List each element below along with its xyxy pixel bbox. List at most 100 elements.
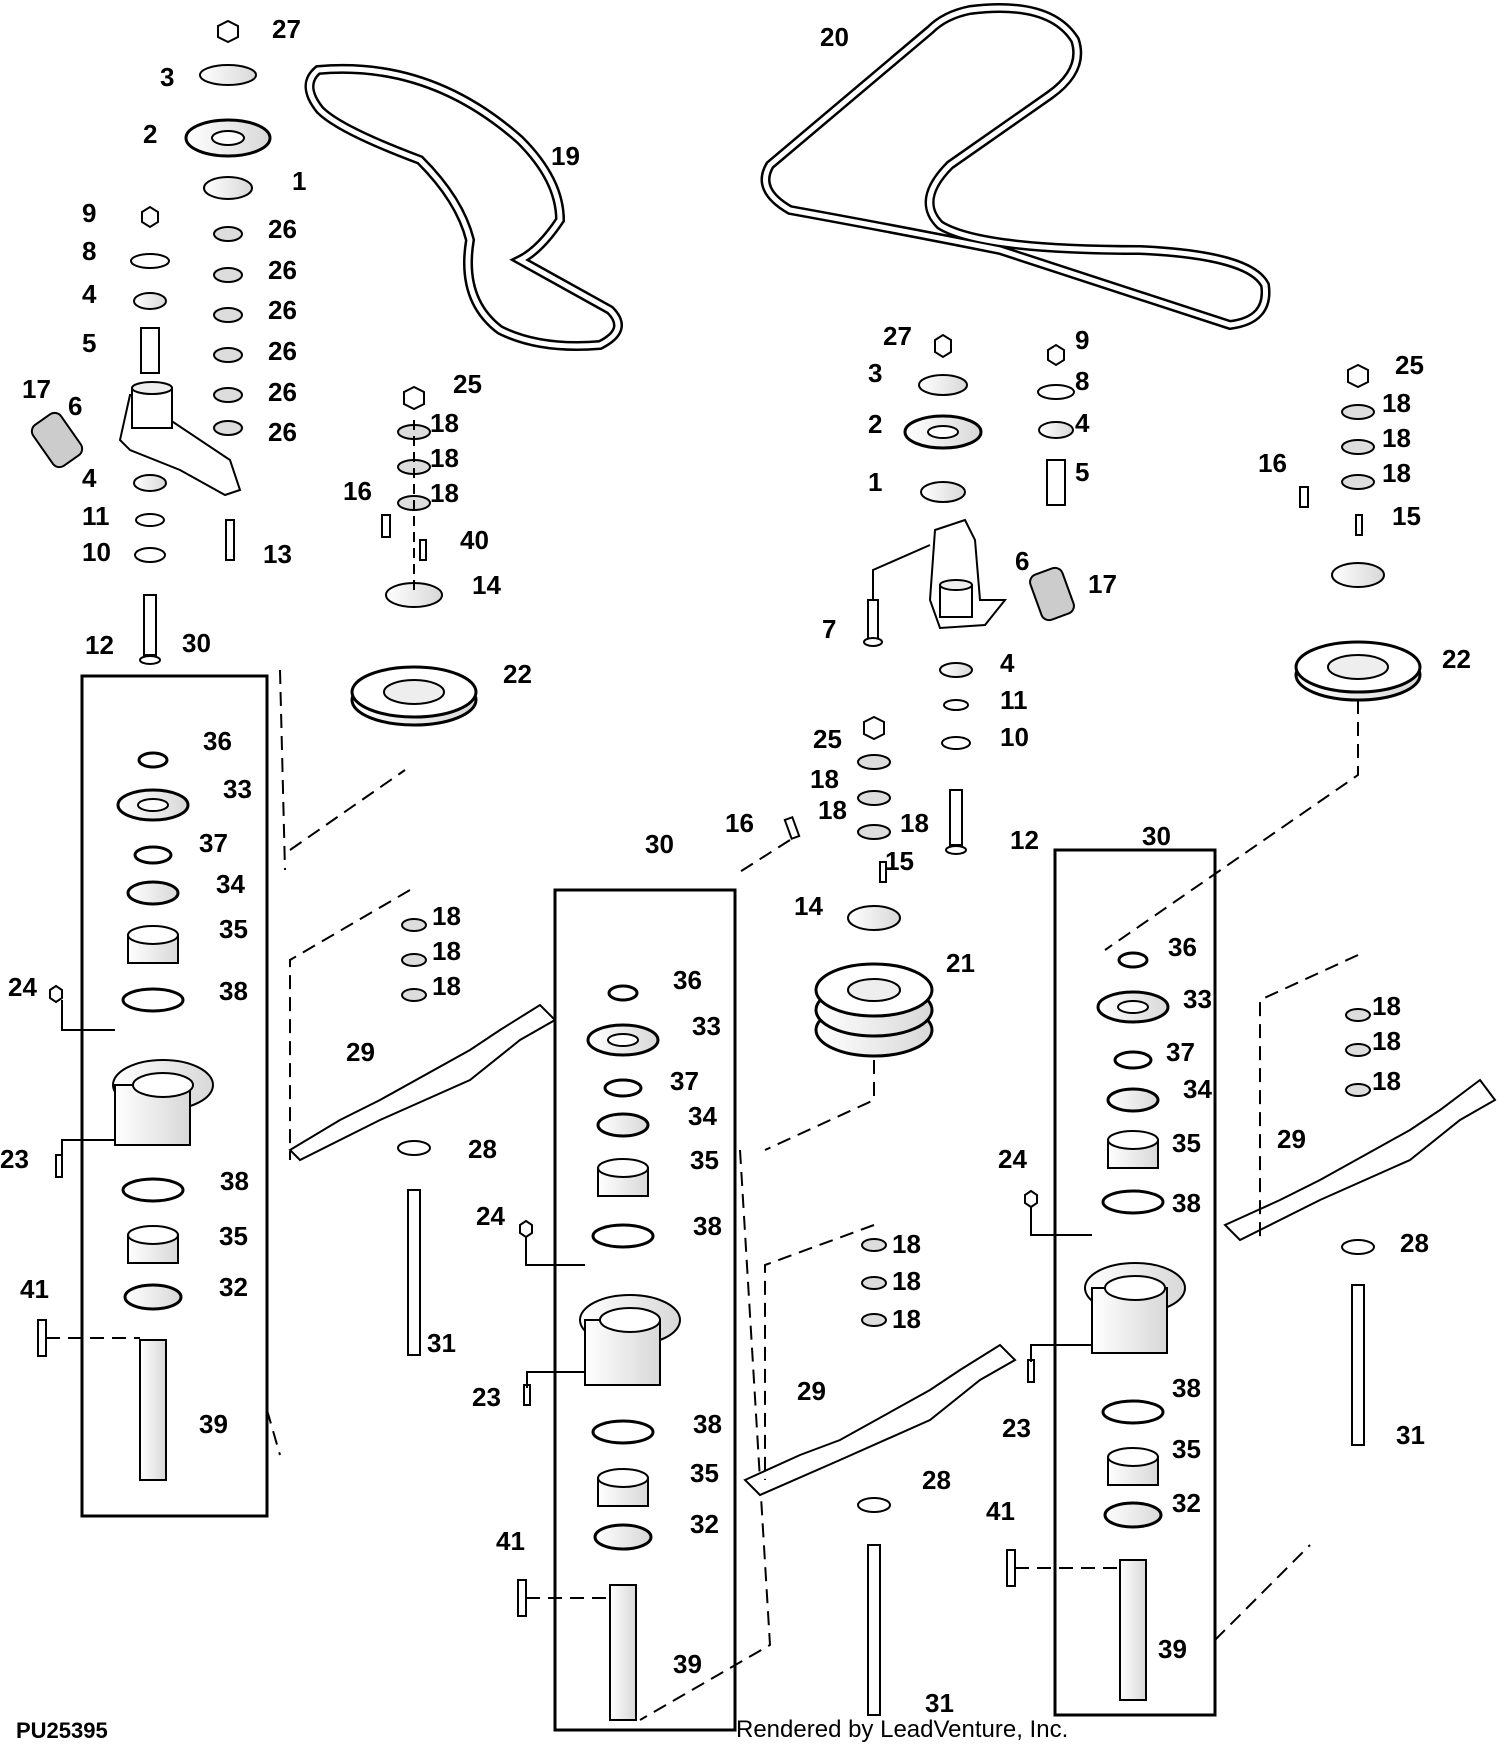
- callout-30: 30: [182, 628, 211, 658]
- callout-41: 41: [986, 1496, 1015, 1526]
- callout-5: 5: [82, 328, 96, 358]
- callout-33: 33: [692, 1011, 721, 1041]
- callout-15: 15: [1392, 501, 1421, 531]
- callout-33: 33: [1183, 984, 1212, 1014]
- callout-26: 26: [268, 377, 297, 407]
- callout-15: 15: [885, 846, 914, 876]
- callout-11: 11: [82, 501, 110, 531]
- callout-24: 24: [8, 972, 37, 1002]
- spring-icon: [1029, 566, 1075, 622]
- callout-39: 39: [1158, 1634, 1187, 1664]
- right-idler-assembly: [863, 333, 1075, 855]
- callout-4: 4: [1000, 648, 1015, 678]
- callout-37: 37: [670, 1066, 699, 1096]
- callout-14: 14: [472, 570, 501, 600]
- callout-8: 8: [82, 236, 96, 266]
- callout-38: 38: [693, 1211, 722, 1241]
- callout-28: 28: [468, 1134, 497, 1164]
- callout-23: 23: [1002, 1413, 1031, 1443]
- callout-18: 18: [430, 443, 459, 473]
- callout-36: 36: [203, 726, 232, 756]
- callout-18: 18: [1372, 991, 1401, 1021]
- callout-16: 16: [343, 476, 372, 506]
- callout-18: 18: [432, 971, 461, 1001]
- spacer-stack: [213, 226, 243, 436]
- callout-24: 24: [998, 1144, 1027, 1174]
- callout-29: 29: [346, 1037, 375, 1067]
- callout-19: 19: [551, 141, 580, 171]
- callout-3: 3: [160, 62, 174, 92]
- callout-38: 38: [220, 1166, 249, 1196]
- callout-23: 23: [472, 1382, 501, 1412]
- belt-20: [760, 3, 1271, 331]
- callout-18: 18: [432, 936, 461, 966]
- belt-19: [304, 63, 623, 351]
- left-spindle-box: [37, 669, 406, 1518]
- callout-30: 30: [1142, 821, 1171, 851]
- callout-39: 39: [199, 1409, 228, 1439]
- left-idler-assembly: [30, 19, 272, 665]
- callout-32: 32: [1172, 1488, 1201, 1518]
- callout-35: 35: [1172, 1128, 1201, 1158]
- left-blade-assembly: [288, 889, 557, 1356]
- callout-32: 32: [219, 1272, 248, 1302]
- callout-18: 18: [892, 1304, 921, 1334]
- callout-11: 11: [1000, 685, 1028, 715]
- callout-18: 18: [1372, 1026, 1401, 1056]
- callout-18: 18: [818, 795, 847, 825]
- callout-10: 10: [1000, 722, 1029, 752]
- callout-38: 38: [693, 1409, 722, 1439]
- callout-39: 39: [673, 1649, 702, 1679]
- callout-2: 2: [143, 119, 157, 149]
- callout-27: 27: [272, 14, 301, 44]
- callout-41: 41: [20, 1274, 49, 1304]
- callout-10: 10: [82, 537, 111, 567]
- callout-25: 25: [453, 369, 482, 399]
- callout-37: 37: [199, 828, 228, 858]
- callout-5: 5: [1075, 457, 1089, 487]
- callout-25: 25: [1395, 350, 1424, 380]
- callout-1: 1: [292, 166, 306, 196]
- callout-6: 6: [1015, 546, 1029, 576]
- spring-icon: [30, 411, 84, 469]
- callout-22: 22: [503, 659, 532, 689]
- callout-28: 28: [922, 1465, 951, 1495]
- callout-9: 9: [82, 198, 96, 228]
- callout-3: 3: [868, 358, 882, 388]
- callout-4: 4: [1075, 408, 1090, 438]
- callout-6: 6: [68, 391, 82, 421]
- callout-13: 13: [263, 539, 292, 569]
- right-blade-assembly: [1223, 954, 1497, 1446]
- callout-18: 18: [892, 1229, 921, 1259]
- callout-36: 36: [1168, 932, 1197, 962]
- callout-35: 35: [690, 1458, 719, 1488]
- callout-38: 38: [1172, 1188, 1201, 1218]
- callout-26: 26: [268, 214, 297, 244]
- callout-31: 31: [1396, 1420, 1425, 1450]
- right-spindle-box: [1006, 848, 1311, 1717]
- callout-18: 18: [1382, 458, 1411, 488]
- callout-37: 37: [1166, 1037, 1195, 1067]
- callout-17: 17: [22, 374, 51, 404]
- center-blade-assembly: [743, 1224, 1017, 1716]
- callout-40: 40: [460, 525, 489, 555]
- callout-24: 24: [476, 1201, 505, 1231]
- callout-9: 9: [1075, 325, 1089, 355]
- callout-18: 18: [1382, 423, 1411, 453]
- callout-4: 4: [82, 279, 97, 309]
- callout-18: 18: [892, 1266, 921, 1296]
- callout-26: 26: [268, 255, 297, 285]
- callout-22: 22: [1442, 644, 1471, 674]
- callout-18: 18: [1372, 1066, 1401, 1096]
- callout-34: 34: [1183, 1074, 1212, 1104]
- callout-35: 35: [690, 1145, 719, 1175]
- callout-35: 35: [1172, 1434, 1201, 1464]
- callout-28: 28: [1400, 1228, 1429, 1258]
- callout-33: 33: [223, 774, 252, 804]
- callout-14: 14: [794, 891, 823, 921]
- callout-2: 2: [868, 409, 882, 439]
- callout-36: 36: [673, 965, 702, 995]
- callout-18: 18: [1382, 388, 1411, 418]
- callout-29: 29: [1277, 1124, 1306, 1154]
- center-spindle-box: [517, 888, 772, 1732]
